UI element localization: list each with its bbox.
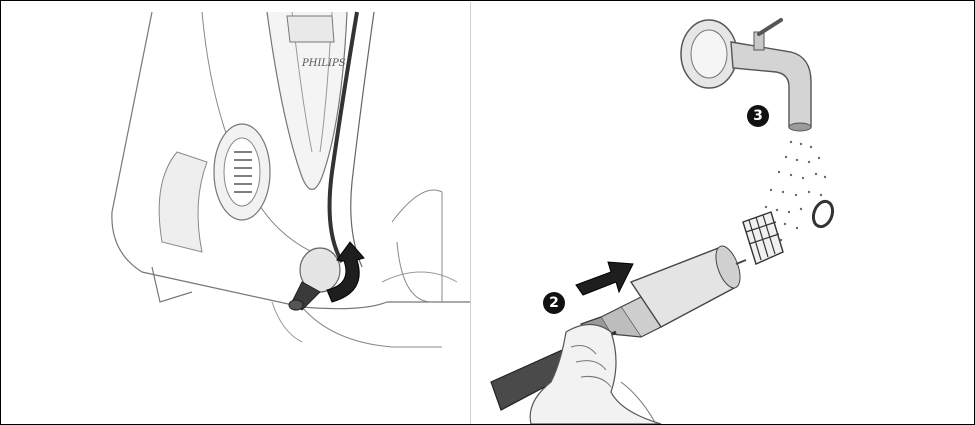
step-badge-2: 2 xyxy=(543,292,565,314)
step-badge-3: 3 xyxy=(747,105,769,127)
seal-ring xyxy=(810,199,836,230)
appliance-panel: PHILIPS xyxy=(2,2,470,424)
rinse-illustration xyxy=(471,2,973,424)
rinse-panel: 2 3 xyxy=(471,2,973,424)
hand-holding-tool xyxy=(491,325,661,425)
appliance-illustration: PHILIPS xyxy=(2,2,470,424)
cartridge-body xyxy=(581,243,746,340)
filter-mesh xyxy=(743,212,783,264)
brand-label: PHILIPS xyxy=(301,58,346,69)
water-tap-icon xyxy=(681,20,811,131)
push-arrow-icon xyxy=(576,262,633,295)
